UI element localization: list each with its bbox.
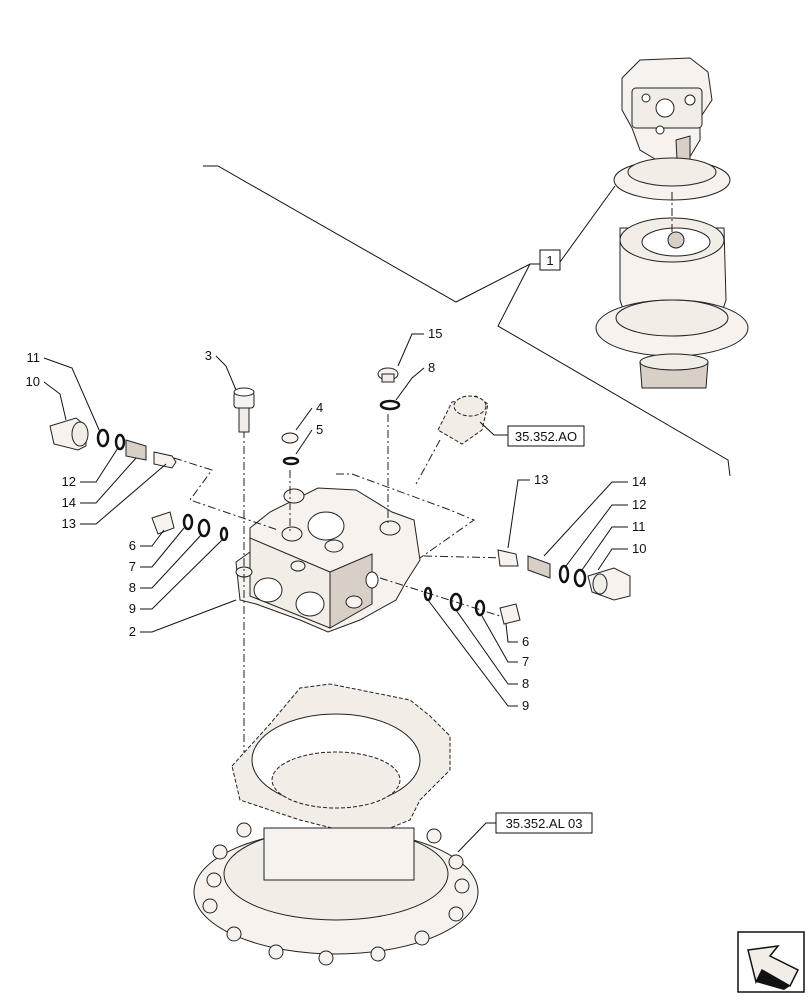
overview-assembly (595, 57, 749, 389)
plug-15-oring-8 (377, 367, 401, 411)
ref-35-352-ao[interactable]: 35.352.AO (507, 425, 585, 447)
callout-8-top: 8 (428, 360, 435, 375)
callout-13-left: 13 (62, 516, 76, 531)
callout-labels: 11 10 12 14 13 3 4 5 15 8 6 7 8 9 2 13 1… (26, 326, 647, 713)
callout-8-right: 8 (522, 676, 529, 691)
plug-4-oring-5 (281, 432, 300, 466)
reduction-housing (193, 683, 479, 966)
callout-7-left: 7 (129, 559, 136, 574)
relief-valve-cartridge (437, 395, 489, 445)
assembly-leader-lines (203, 165, 731, 477)
callout-14-left: 14 (62, 495, 76, 510)
callout-4: 4 (316, 400, 323, 415)
left-check-valve-parts (49, 417, 229, 542)
callout-13-right: 13 (534, 472, 548, 487)
callout-12-left: 12 (62, 474, 76, 489)
socket-head-screw-3 (233, 387, 255, 433)
callout-5: 5 (316, 422, 323, 437)
callout-9-right: 9 (522, 698, 529, 713)
ref-35-352-al-03[interactable]: 35.352.AL 03 (495, 812, 593, 834)
callout-10-left: 10 (26, 374, 40, 389)
callout-11-right: 11 (632, 519, 646, 534)
callout-1-box[interactable]: 1 (539, 249, 561, 271)
callout-2: 2 (129, 624, 136, 639)
callout-14-right: 14 (632, 474, 646, 489)
callout-7-right: 7 (522, 654, 529, 669)
callout-leaders (43, 333, 628, 853)
valve-block (235, 487, 421, 633)
callout-9-left: 9 (129, 601, 136, 616)
callout-6-right: 6 (522, 634, 529, 649)
callout-1: 1 (546, 253, 553, 268)
callout-6-left: 6 (129, 538, 136, 553)
right-check-valve-parts (423, 549, 631, 625)
ref-35-352-al-03-label: 35.352.AL 03 (506, 816, 583, 831)
callout-8-left: 8 (129, 580, 136, 595)
callout-3: 3 (205, 348, 212, 363)
callout-10-right: 10 (632, 541, 646, 556)
exploded-view-arrow-icon[interactable] (737, 931, 805, 993)
callout-12-right: 12 (632, 497, 646, 512)
callout-11-left: 11 (27, 350, 41, 365)
assembly-centerlines (173, 414, 509, 776)
ref-35-352-ao-label: 35.352.AO (515, 429, 577, 444)
callout-15: 15 (428, 326, 442, 341)
